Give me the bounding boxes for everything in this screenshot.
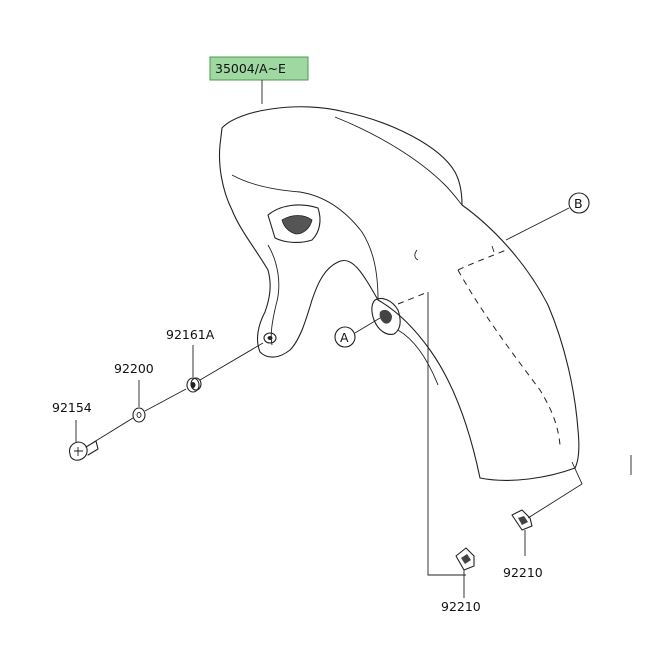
lower-edge <box>397 329 439 386</box>
nut-bottom-leader <box>427 292 466 576</box>
callout-a-leader <box>354 317 381 334</box>
nut-clip-right <box>511 509 533 531</box>
washer-inner <box>136 412 142 418</box>
nut-right-leader <box>527 461 583 519</box>
bolt-head <box>68 441 88 461</box>
vent-opening <box>281 215 313 235</box>
fender-label-highlight <box>209 56 309 81</box>
hidden-edge-side <box>457 269 561 446</box>
callout-b-label[interactable]: B <box>574 196 583 211</box>
vent-outer <box>267 204 321 243</box>
side-bracket <box>371 297 401 335</box>
side-bracket-hole <box>379 309 392 324</box>
axis-bolt-washer <box>93 417 134 443</box>
washer <box>132 407 146 423</box>
washer-label[interactable]: 92200 <box>114 361 154 376</box>
hidden-edge-a <box>397 291 429 305</box>
mark-1 <box>414 249 419 261</box>
stay-bolt-hole-center <box>267 336 273 340</box>
bolt-label[interactable]: 92154 <box>52 400 92 415</box>
nut-clip-bottom <box>455 547 475 571</box>
axis-collar-stay <box>199 342 264 381</box>
nut-bottom-label[interactable]: 92210 <box>441 599 481 614</box>
bolt-head-recess <box>74 447 83 456</box>
collar <box>186 377 202 393</box>
callout-b-circle <box>568 192 590 214</box>
mark-2 <box>491 245 495 253</box>
washer-outer <box>132 407 146 423</box>
stay-bolt-hole <box>263 332 277 344</box>
callout-a-label[interactable]: A <box>340 330 349 345</box>
front-fender <box>219 106 580 481</box>
fender-ridge <box>334 116 463 206</box>
hidden-edge-top <box>457 249 507 271</box>
nut-right-label[interactable]: 92210 <box>503 565 543 580</box>
nut-clip-right-hole <box>518 516 528 525</box>
callout-a-circle <box>334 326 356 348</box>
bolt-shank <box>85 440 99 456</box>
fender-inner-edge <box>231 174 379 301</box>
collar-outer <box>186 377 200 393</box>
collar-label[interactable]: 92161A <box>166 327 215 342</box>
bolt <box>68 440 99 461</box>
stay-edge <box>267 244 280 346</box>
callout-b-leader <box>505 207 570 241</box>
fender-part-label[interactable]: 35004/A~E <box>215 61 286 76</box>
collar-hole <box>190 382 196 388</box>
nut-clip-bottom-hole <box>461 554 471 564</box>
fender-outline <box>219 106 580 481</box>
axis-washer-collar <box>144 388 187 412</box>
